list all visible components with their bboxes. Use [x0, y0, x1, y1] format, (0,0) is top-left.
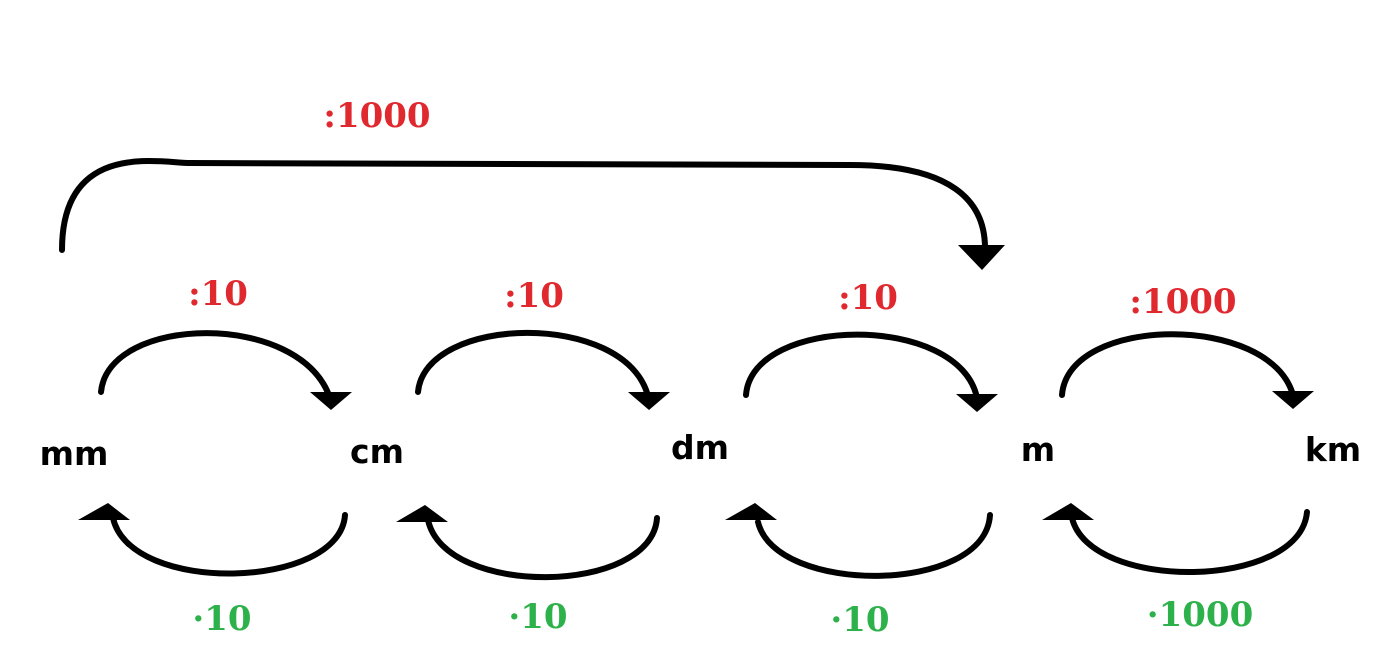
- bottom-arc-cm-mm: [78, 503, 348, 577]
- top-arc-m-km: [1059, 331, 1314, 409]
- arrowhead: [956, 394, 998, 412]
- arrowhead: [628, 392, 670, 410]
- top-arc-path: [415, 329, 651, 399]
- bottom-arc-path: [755, 512, 993, 579]
- top-arc-dm-m: [743, 331, 998, 412]
- top-arc-mm-cm: [98, 330, 352, 410]
- bottom-label-m-dm: ·10: [830, 600, 889, 640]
- big-arc-mm-to-m: [59, 158, 1005, 270]
- top-label-cm-dm: :10: [504, 276, 564, 316]
- big-arc-path: [59, 158, 988, 253]
- top-arc-path: [1059, 331, 1296, 398]
- arrowhead: [78, 503, 130, 520]
- top-label-m-km: :1000: [1129, 282, 1236, 322]
- bottom-label-km-m: ·1000: [1147, 595, 1253, 635]
- top-arc-path: [98, 330, 333, 401]
- big-arc-label: :1000: [323, 96, 430, 136]
- unit-label-mm: mm: [40, 434, 109, 473]
- bottom-arc-path: [425, 515, 660, 581]
- top-label-mm-cm: :10: [188, 274, 248, 314]
- arrowhead: [310, 392, 352, 410]
- unit-label-km: km: [1305, 430, 1361, 469]
- arrowhead: [396, 505, 448, 522]
- bottom-arc-path: [1069, 509, 1310, 575]
- arrowhead: [1042, 503, 1094, 520]
- arrowhead: [725, 503, 777, 520]
- top-arc-cm-dm: [415, 329, 670, 410]
- top-arc-path: [743, 331, 980, 401]
- arrowhead: [1272, 391, 1314, 409]
- bottom-arc-path: [110, 512, 348, 577]
- unit-label-m: m: [1021, 430, 1055, 469]
- bottom-label-dm-cm: ·10: [508, 597, 567, 637]
- bottom-arc-km-m: [1042, 503, 1310, 575]
- bottom-arc-dm-cm: [396, 505, 660, 581]
- bottom-arc-m-dm: [725, 503, 993, 579]
- unit-label-cm: cm: [350, 432, 404, 471]
- bottom-label-cm-mm: ·10: [192, 599, 251, 639]
- top-label-dm-m: :10: [838, 278, 898, 318]
- big-arc-arrowhead: [958, 245, 1005, 270]
- unit-label-dm: dm: [671, 428, 729, 467]
